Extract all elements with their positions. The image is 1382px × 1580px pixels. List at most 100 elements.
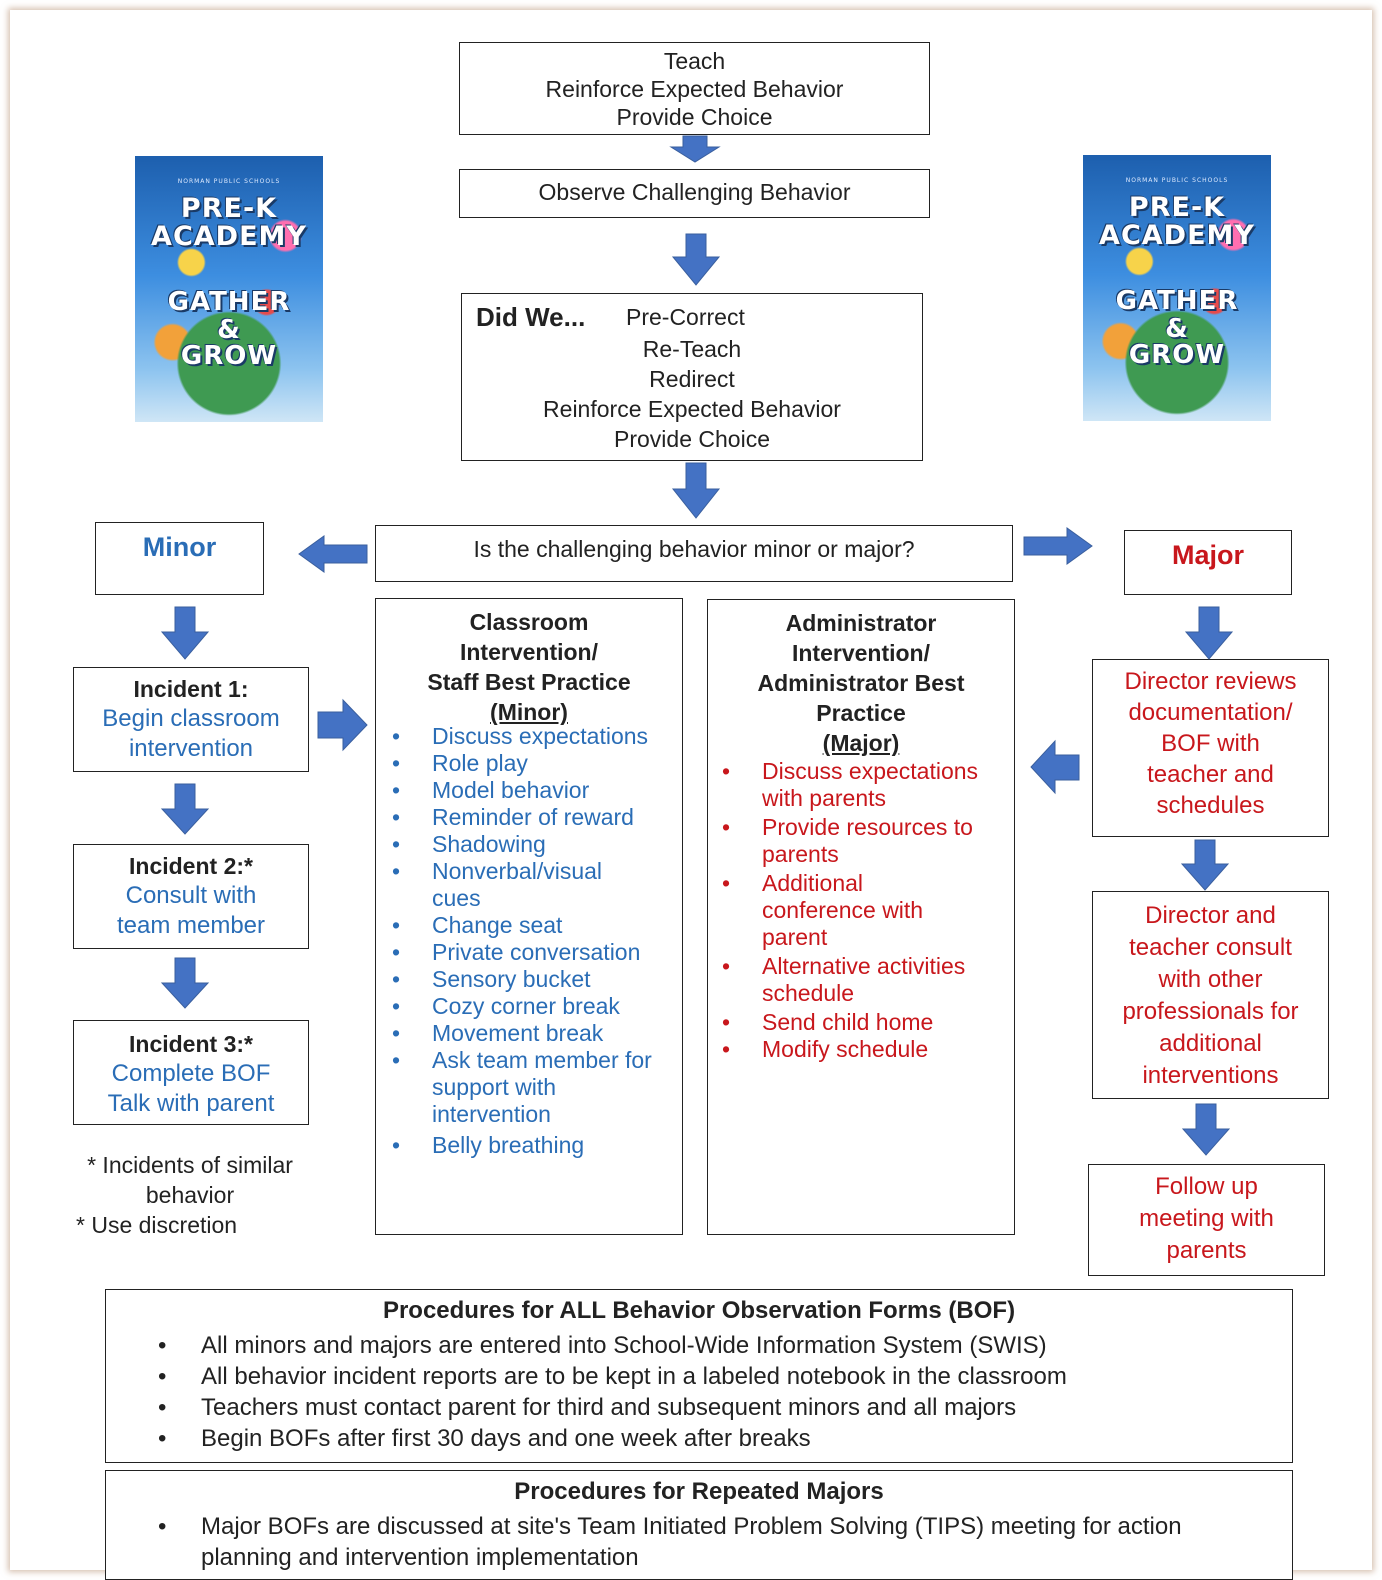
list-item: Provide resources to parents: [708, 814, 1014, 868]
list-item: Sensory bucket: [376, 966, 682, 993]
director-consult-line: teacher consult: [1129, 934, 1292, 961]
list-item: Ask team member for support with interve…: [376, 1047, 682, 1128]
follow-up-line: Follow up: [1155, 1173, 1258, 1200]
cover-subtitle-line2: &: [1165, 314, 1189, 344]
list-item: Change seat: [376, 912, 682, 939]
list-item: Teachers must contact parent for third a…: [106, 1392, 1292, 1423]
director-review-box: Director reviews documentation/ BOF with…: [1092, 659, 1329, 837]
incident-3-text: Complete BOF: [111, 1060, 271, 1087]
admin-title-line: Administrator: [785, 610, 937, 636]
director-review-line: BOF with: [1161, 730, 1260, 757]
teach-line: Teach: [663, 48, 726, 74]
book-cover-right: NORMAN PUBLIC SCHOOLS PRE-K ACADEMY GATH…: [1083, 155, 1271, 421]
classroom-title-line: Intervention/: [459, 639, 598, 665]
incident-2-title: Incident 2:*: [129, 853, 253, 879]
list-item: All behavior incident reports are to be …: [106, 1361, 1292, 1392]
cover-publisher: NORMAN PUBLIC SCHOOLS: [177, 178, 281, 185]
list-item: Begin BOFs after first 30 days and one w…: [106, 1423, 1292, 1454]
cover-title-line1: PRE-K: [180, 193, 278, 224]
list-item: Modify schedule: [708, 1036, 1014, 1063]
did-we-item: Pre-Correct: [626, 304, 745, 330]
incident-2-box: Incident 2:* Consult with team member: [73, 844, 309, 949]
arrow-down-icon: [671, 233, 721, 286]
list-item: Discuss expectations: [376, 723, 682, 750]
follow-up-box: Follow up meeting with parents: [1088, 1164, 1325, 1276]
director-consult-line: Director and: [1145, 902, 1276, 929]
admin-subtitle: (Major): [822, 730, 900, 756]
arrow-down-icon: [160, 957, 210, 1009]
procedures-all-list: All minors and majors are entered into S…: [106, 1330, 1292, 1454]
teach-line: Provide Choice: [616, 104, 773, 130]
director-consult-line: with other: [1158, 966, 1263, 993]
administrator-intervention-list: Discuss expectations with parents Provid…: [708, 758, 1014, 1063]
major-box: Major: [1124, 530, 1292, 595]
admin-title-line: Intervention/: [791, 640, 930, 666]
arrow-down-icon: [160, 783, 210, 835]
footnote-line: * Use discretion: [76, 1212, 238, 1238]
did-we-label: Did We...: [476, 302, 586, 332]
footnote-line: behavior: [145, 1182, 235, 1208]
major-label: Major: [1171, 540, 1244, 570]
arrow-left-icon: [298, 535, 368, 573]
list-item: Nonverbal/visual cues: [376, 858, 682, 912]
list-item: Private conversation: [376, 939, 682, 966]
list-item: Movement break: [376, 1020, 682, 1047]
cover-publisher: NORMAN PUBLIC SCHOOLS: [1125, 177, 1229, 184]
cover-title-line1: PRE-K: [1128, 192, 1226, 223]
did-we-box: Did We... Pre-Correct Re-Teach Redirect …: [461, 293, 923, 461]
incident-footnote: * Incidents of similar behavior * Use di…: [70, 1150, 310, 1240]
teach-box: Teach Reinforce Expected Behavior Provid…: [459, 42, 930, 135]
list-item: Reminder of reward: [376, 804, 682, 831]
cover-subtitle-line1: GATHER: [167, 287, 291, 317]
incident-1-box: Incident 1: Begin classroom intervention: [73, 667, 309, 772]
list-item: Send child home: [708, 1009, 1014, 1036]
director-consult-line: professionals for: [1122, 998, 1299, 1025]
incident-1-title: Incident 1:: [133, 676, 249, 702]
arrow-left-icon: [1030, 739, 1080, 795]
arrow-down-icon: [1180, 839, 1230, 891]
arrow-down-icon: [1184, 606, 1234, 660]
director-review-line: Director reviews: [1124, 668, 1297, 695]
list-item: Discuss expectations with parents: [708, 758, 1014, 812]
cover-subtitle-line3: GROW: [1128, 340, 1226, 370]
director-review-line: schedules: [1156, 792, 1265, 819]
arrow-right-icon: [1023, 527, 1093, 565]
list-item: Alternative activities schedule: [708, 953, 1014, 1007]
follow-up-line: parents: [1166, 1237, 1247, 1264]
procedures-repeated-title: Procedures for Repeated Majors: [514, 1478, 884, 1505]
arrow-down-icon: [669, 135, 721, 163]
question-text: Is the challenging behavior minor or maj…: [473, 536, 915, 562]
admin-title-line: Administrator Best: [757, 670, 965, 696]
arrow-down-icon: [160, 606, 210, 660]
classroom-title-line: Staff Best Practice: [427, 669, 631, 695]
list-item: Belly breathing: [376, 1132, 682, 1159]
admin-title-line: Practice: [816, 700, 906, 726]
director-consult-box: Director and teacher consult with other …: [1092, 891, 1329, 1099]
incident-3-text: Talk with parent: [107, 1090, 275, 1117]
incident-3-title: Incident 3:*: [129, 1031, 253, 1057]
cover-subtitle-line3: GROW: [180, 341, 278, 371]
did-we-item: Redirect: [649, 366, 735, 392]
teach-line: Reinforce Expected Behavior: [545, 76, 844, 102]
incident-1-text: intervention: [128, 735, 254, 762]
question-box: Is the challenging behavior minor or maj…: [375, 525, 1013, 582]
incident-2-text: team member: [116, 912, 266, 939]
observe-text: Observe Challenging Behavior: [538, 179, 851, 205]
list-item: Additional conference with parent: [708, 870, 1014, 951]
procedures-all-box: Procedures for ALL Behavior Observation …: [105, 1289, 1293, 1463]
incident-2-text: Consult with: [125, 882, 257, 909]
arrow-down-icon: [671, 462, 721, 519]
list-item: Cozy corner break: [376, 993, 682, 1020]
observe-box: Observe Challenging Behavior: [459, 169, 930, 218]
footnote-line: * Incidents of similar: [87, 1152, 293, 1178]
director-consult-line: additional: [1159, 1030, 1262, 1057]
arrow-down-icon: [1181, 1103, 1231, 1156]
classroom-subtitle: (Minor): [490, 699, 568, 725]
did-we-item: Provide Choice: [614, 426, 770, 452]
arrow-right-icon: [317, 698, 368, 752]
cover-subtitle-line1: GATHER: [1115, 286, 1239, 316]
incident-3-box: Incident 3:* Complete BOF Talk with pare…: [73, 1020, 309, 1125]
classroom-intervention-box: Classroom Intervention/ Staff Best Pract…: [375, 598, 683, 1235]
director-review-line: teacher and: [1147, 761, 1274, 788]
